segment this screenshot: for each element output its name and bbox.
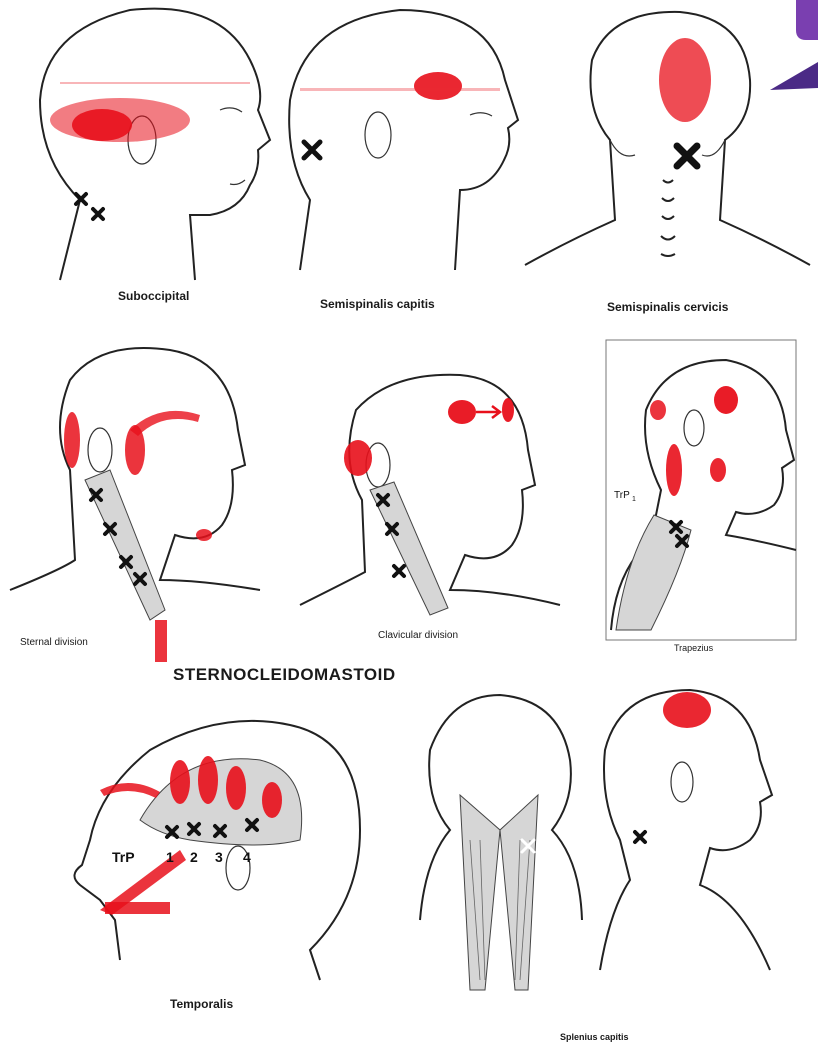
- pain-zone: [64, 412, 80, 468]
- splenius-side-figure: [590, 670, 810, 990]
- trapezius-trp-subscript: 1: [632, 496, 636, 503]
- panel-suboccipital: Suboccipital: [20, 0, 280, 300]
- trapezius-figure: TrP 1: [606, 340, 806, 660]
- scm-sternal-figure: [0, 330, 290, 670]
- trapezius-trp-label: TrP: [614, 490, 630, 501]
- temporalis-figure: TrP 1 2 3 4: [60, 700, 380, 1030]
- pain-zone: [714, 386, 738, 414]
- temporalis-number-2: 2: [190, 849, 198, 865]
- caption-semispinalis-capitis: Semispinalis capitis: [320, 297, 435, 311]
- panel-temporalis: TrP 1 2 3 4 Temporalis: [60, 700, 380, 1030]
- temporalis-number-1: 1: [166, 849, 174, 865]
- temporalis-number-3: 3: [215, 849, 223, 865]
- splenius-muscle: [460, 795, 500, 990]
- panel-splenius-back: [410, 690, 590, 1010]
- temporalis-trp-label: TrP: [112, 849, 135, 865]
- caption-semispinalis-cervicis: Semispinalis cervicis: [607, 300, 728, 314]
- splenius-back-figure: [410, 690, 590, 1010]
- caption-splenius-capitis: Splenius capitis: [560, 1032, 629, 1042]
- panel-scm-clavicular: Clavicular division: [290, 350, 590, 650]
- title-sternocleidomastoid: STERNOCLEIDOMASTOID: [173, 665, 396, 685]
- caption-trapezius: Trapezius: [674, 643, 713, 653]
- caption-sternal-division: Sternal division: [20, 637, 88, 648]
- pain-zone: [659, 38, 711, 122]
- panel-semispinalis-capitis: Semispinalis capitis: [280, 0, 540, 300]
- semispinalis-cervicis-figure: [520, 0, 818, 320]
- panel-semispinalis-cervicis: Semispinalis cervicis: [520, 0, 818, 320]
- pain-zone: [344, 440, 372, 476]
- caption-temporalis: Temporalis: [170, 997, 233, 1011]
- caption-clavicular-division: Clavicular division: [378, 630, 458, 641]
- panel-scm-sternal: Sternal division: [0, 330, 290, 670]
- pain-zone: [170, 760, 190, 804]
- caption-suboccipital: Suboccipital: [118, 289, 189, 303]
- panel-trapezius: TrP 1 Trapezius: [606, 340, 806, 660]
- pain-zone: [414, 72, 462, 100]
- temporalis-number-4: 4: [243, 849, 251, 865]
- suboccipital-figure: [20, 0, 280, 300]
- semispinalis-capitis-figure: [280, 0, 540, 300]
- pain-zone: [663, 692, 711, 728]
- panel-splenius-side: [590, 670, 810, 990]
- scm-clavicular-figure: [290, 350, 590, 650]
